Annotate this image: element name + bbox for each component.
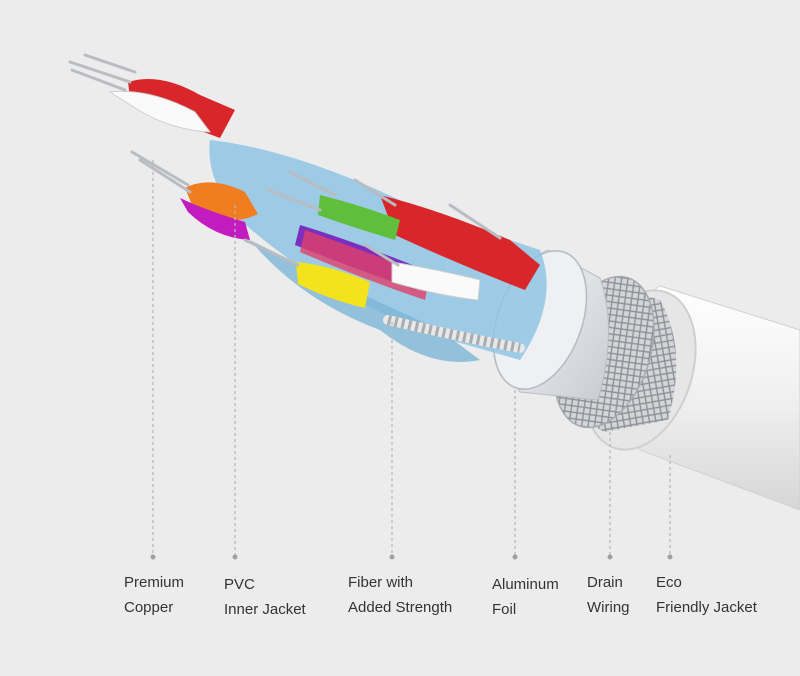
label-premium-copper-line1: Premium xyxy=(124,574,185,591)
label-pvc-inner-jacket-line1: PVC xyxy=(224,576,255,593)
label-pvc-inner-jacket-line2: Inner Jacket xyxy=(224,601,306,618)
label-premium-copper: Premium Copper xyxy=(124,570,184,620)
label-premium-copper-line2: Copper xyxy=(124,599,174,616)
label-drain-wiring-line1: Drain xyxy=(587,574,623,591)
label-drain-wiring-line2: Wiring xyxy=(587,599,630,616)
label-fiber-added-strength: Fiber with Added Strength xyxy=(348,570,452,620)
label-fiber-line1: Fiber with xyxy=(348,574,414,591)
label-eco-jacket-line2: Friendly Jacket xyxy=(656,599,757,616)
label-aluminum-foil-line2: Foil xyxy=(492,601,517,618)
label-eco-friendly-jacket: Eco Friendly Jacket xyxy=(656,570,757,620)
label-aluminum-foil: Aluminum Foil xyxy=(492,572,559,622)
label-fiber-line2: Added Strength xyxy=(348,599,453,616)
label-eco-jacket-line1: Eco xyxy=(656,574,682,591)
strength-fiber xyxy=(383,315,525,353)
label-pvc-inner-jacket: PVC Inner Jacket xyxy=(224,572,306,622)
leader-dots xyxy=(150,554,673,560)
copper-strands xyxy=(68,53,502,267)
label-aluminum-foil-line1: Aluminum xyxy=(492,576,559,593)
label-drain-wiring: Drain Wiring xyxy=(587,570,630,620)
leader-lines xyxy=(152,160,671,555)
colored-conductors xyxy=(108,78,540,308)
